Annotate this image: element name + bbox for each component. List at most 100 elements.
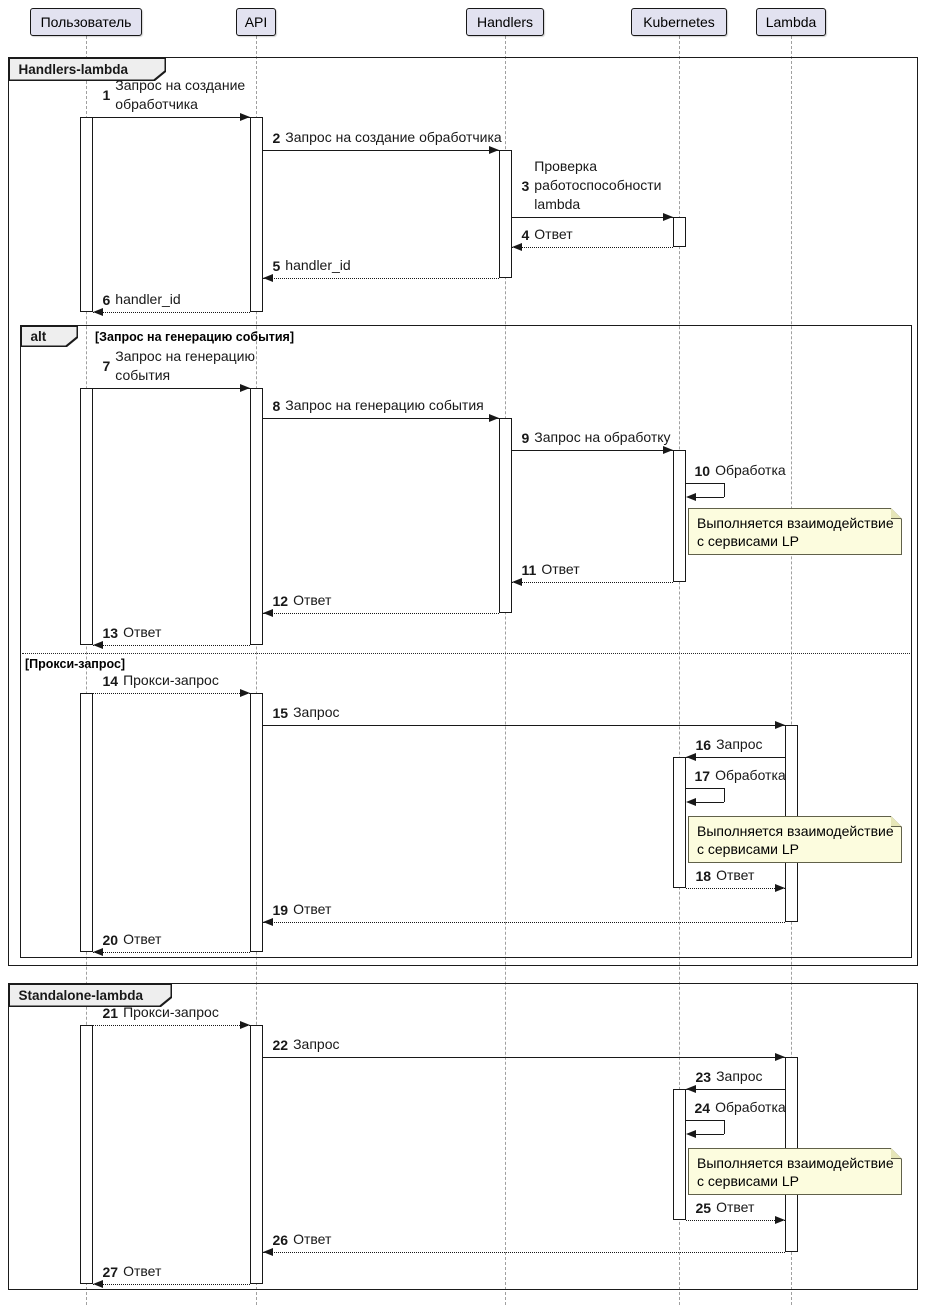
message-text: handler_id xyxy=(285,257,351,273)
message-number: 21 xyxy=(102,1004,119,1021)
activation-bar-kubernetes xyxy=(672,217,686,247)
message-number: 7 xyxy=(102,358,111,374)
message-number: 1 xyxy=(102,87,111,103)
activation-bar-handlers xyxy=(498,418,512,613)
self-message-line xyxy=(685,483,724,484)
message-number: 6 xyxy=(102,291,111,308)
message-line xyxy=(262,725,785,726)
message-number: 26 xyxy=(272,1231,289,1248)
message-arrowhead xyxy=(92,641,103,649)
message-line xyxy=(511,450,673,451)
message-arrowhead xyxy=(488,146,499,154)
message-number: 10 xyxy=(694,462,711,479)
activation-bar-kubernetes xyxy=(672,757,686,888)
message-arrowhead xyxy=(488,414,499,422)
lifeline-api xyxy=(255,36,257,1305)
message-text: Запрос xyxy=(716,1068,763,1084)
message-text: Обработка xyxy=(715,1099,786,1115)
frame-title-text: Handlers-lambda xyxy=(10,59,165,80)
message-arrowhead xyxy=(262,274,273,282)
message-text: Ответ xyxy=(716,1199,755,1215)
frame-standalone-lambda xyxy=(8,983,918,1290)
activation-bar-kubernetes xyxy=(672,450,686,582)
message-text: Ответ xyxy=(123,1263,162,1279)
message-text: Прокси-запрос xyxy=(123,672,219,688)
message-number: 9 xyxy=(521,429,530,446)
message-number: 13 xyxy=(102,624,119,641)
frame-title-text: Standalone-lambda xyxy=(10,985,171,1006)
message-line xyxy=(262,1057,785,1058)
message-text: handler_id xyxy=(115,291,181,307)
message-text: Запрос xyxy=(716,736,763,752)
message-text: Запрос xyxy=(293,1036,340,1052)
message-arrowhead xyxy=(92,948,103,956)
message-line xyxy=(685,757,785,758)
message-line xyxy=(262,1252,785,1253)
frame-alt xyxy=(20,325,912,958)
participant-box-user: Пользователь xyxy=(30,8,142,36)
activation-bar-kubernetes xyxy=(672,1089,686,1220)
activation-bar-user xyxy=(79,388,93,645)
message-text: Ответ xyxy=(293,1231,332,1247)
message-text: Ответ xyxy=(123,624,162,640)
message-line xyxy=(92,312,250,313)
message-arrowhead xyxy=(511,578,522,586)
message-line xyxy=(511,247,673,248)
message-number: 24 xyxy=(694,1099,711,1116)
self-message-line xyxy=(723,1120,725,1134)
message-text: Ответ xyxy=(541,561,580,577)
message-arrowhead xyxy=(239,384,250,392)
message-number: 5 xyxy=(272,257,281,274)
message-number: 15 xyxy=(272,704,289,721)
message-text: Ответ xyxy=(534,226,573,242)
frame-title-alt: alt xyxy=(20,325,78,347)
message-number: 25 xyxy=(695,1199,712,1216)
message-text: Запрос на создание обработчика xyxy=(285,129,502,145)
self-message-line xyxy=(723,483,725,497)
message-arrowhead xyxy=(774,1053,785,1061)
message-line xyxy=(92,1284,250,1285)
message-number: 17 xyxy=(694,767,711,784)
message-number: 16 xyxy=(695,736,712,753)
message-number: 18 xyxy=(695,867,712,884)
lifeline-user xyxy=(85,36,87,1305)
message-text: Запрос xyxy=(293,704,340,720)
message-line xyxy=(685,888,785,889)
frame-title-standalone-lambda: Standalone-lambda xyxy=(8,983,172,1007)
lifeline-handlers xyxy=(504,36,506,1305)
message-number: 12 xyxy=(272,592,289,609)
frame-handlers-lambda xyxy=(8,57,918,966)
activation-bar-user xyxy=(79,693,93,952)
message-text: Запрос на обработку xyxy=(534,429,671,445)
message-text: Ответ xyxy=(123,931,162,947)
message-line xyxy=(92,117,250,118)
activation-bar-api xyxy=(249,1025,263,1284)
participant-box-api: API xyxy=(236,8,276,36)
message-number: 11 xyxy=(521,561,537,578)
message-text: Запрос на генерацию события xyxy=(285,397,484,413)
activation-bar-user xyxy=(79,117,93,312)
self-message-line xyxy=(695,1134,724,1135)
note-fold-icon xyxy=(891,1148,902,1159)
message-line xyxy=(92,388,250,389)
message-number: 20 xyxy=(102,931,119,948)
